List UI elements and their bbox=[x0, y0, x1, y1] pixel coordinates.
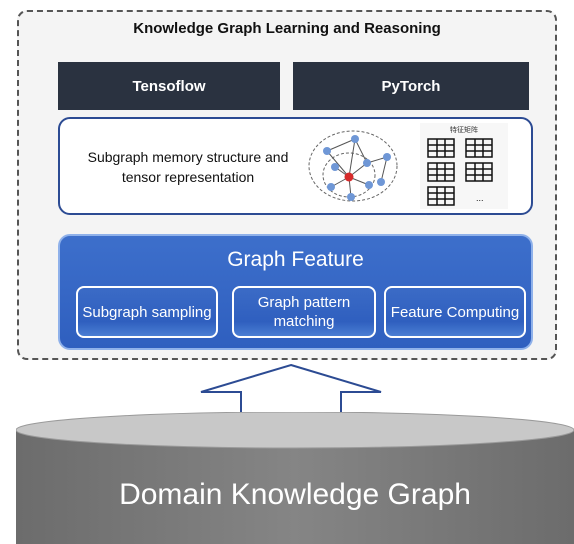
diagram-title: Knowledge Graph Learning and Reasoning bbox=[133, 20, 441, 37]
database-cylinder-icon bbox=[16, 412, 574, 544]
tensorflow-block: Tensoflow bbox=[58, 62, 280, 110]
subgraph-illustration bbox=[308, 130, 398, 202]
up-arrow-icon bbox=[200, 363, 382, 417]
memory-structure-text: Subgraph memory structure and tensor rep… bbox=[87, 149, 289, 185]
domain-knowledge-graph-label: Domain Knowledge Graph bbox=[119, 478, 471, 511]
subgraph-sampling-box: Subgraph sampling bbox=[76, 286, 218, 338]
feature-matrix-title: 特征矩阵 bbox=[450, 127, 478, 134]
graph-pattern-matching-box: Graph pattern matching bbox=[232, 286, 376, 338]
memory-structure-panel: Subgraph memory structure and tensor rep… bbox=[58, 117, 533, 215]
matrix-grid-icons: ... bbox=[427, 138, 493, 206]
feature-computing-box: Feature Computing bbox=[384, 286, 526, 338]
feature-matrix-illustration: 特征矩阵 ... bbox=[420, 123, 508, 209]
pytorch-block: PyTorch bbox=[293, 62, 529, 110]
matrix-ellipsis: ... bbox=[476, 193, 484, 203]
graph-feature-panel: Graph Feature Subgraph sampling Graph pa… bbox=[58, 234, 533, 350]
graph-feature-title: Graph Feature bbox=[227, 248, 364, 271]
